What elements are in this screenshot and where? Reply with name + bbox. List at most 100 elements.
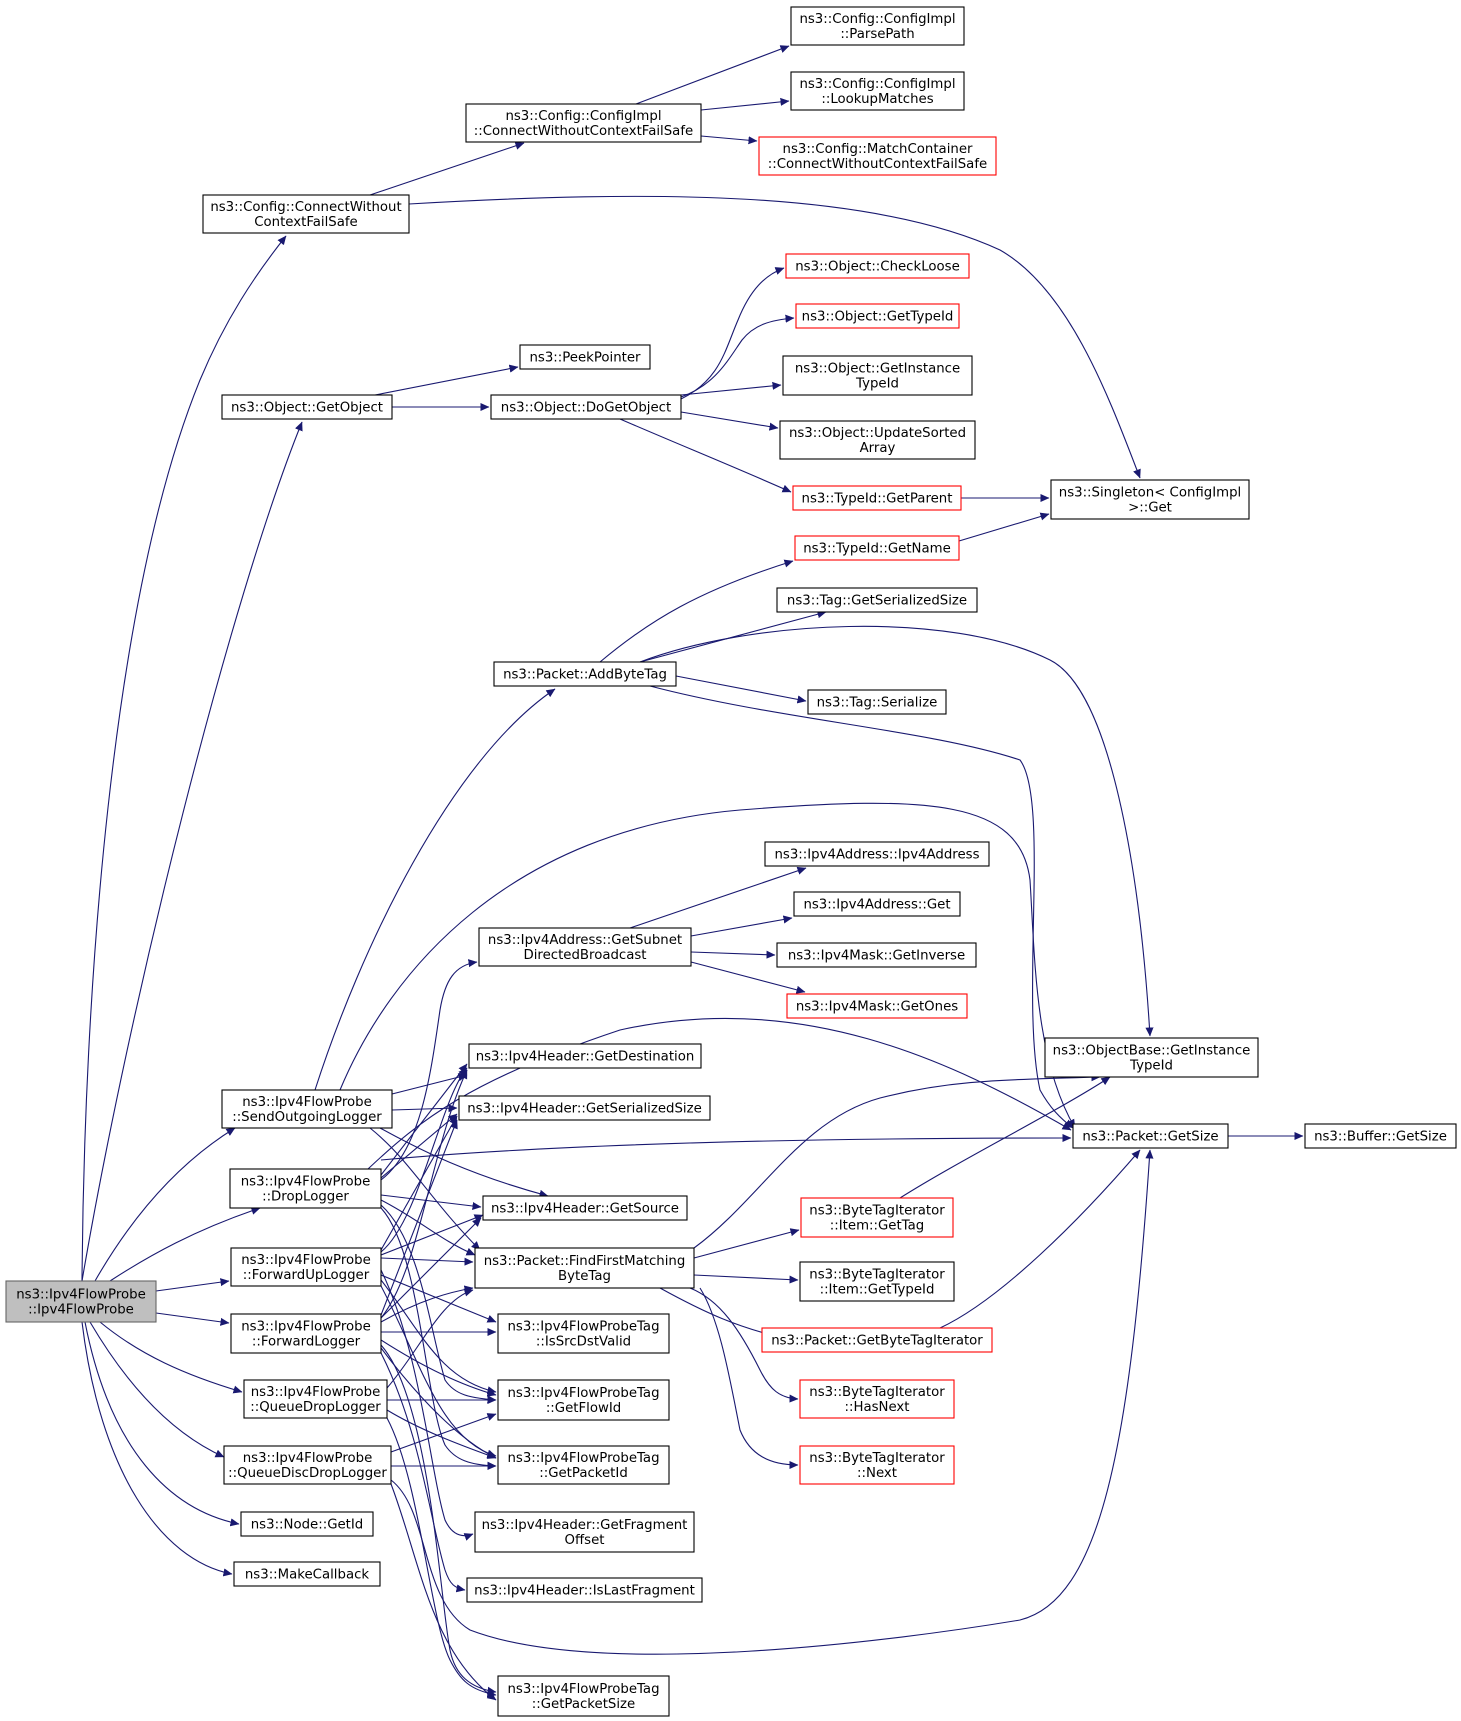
call-edge [380,1339,497,1397]
function-node-mc-cwcfs[interactable]: ns3::Config::MatchContainer::ConnectWith… [758,136,997,176]
call-edge [380,1133,1072,1161]
function-node-getpacketsize[interactable]: ns3::Ipv4FlowProbeTag::GetPacketSize [497,1675,670,1717]
call-edge [81,235,287,1282]
node-label: ns3::Ipv4Address::GetSubnet [488,933,682,948]
node-box [761,1327,993,1353]
function-node-droplogger[interactable]: ns3::Ipv4FlowProbe::DropLogger [229,1168,382,1209]
function-node-buf-getsize[interactable]: ns3::Buffer::GetSize [1304,1123,1457,1149]
node-box [458,1095,711,1121]
node-box [758,136,997,176]
function-node-getobject[interactable]: ns3::Object::GetObject [221,394,393,420]
node-label: ns3::Node::GetId [251,1518,364,1533]
function-node-getname[interactable]: ns3::TypeId::GetName [794,535,960,561]
function-node-root[interactable]: ns3::Ipv4FlowProbe::Ipv4FlowProbe [5,1280,157,1323]
node-label: ns3::Ipv4Header::IsLastFragment [474,1584,695,1599]
call-edge [690,915,793,937]
call-edge [408,195,1141,479]
function-node-parsepath[interactable]: ns3::Config::ConfigImpl::ParsePath [790,6,965,46]
call-edge [155,1312,230,1326]
function-node-cwcfs[interactable]: ns3::Config::ConnectWithoutContextFailSa… [202,194,410,234]
function-node-qdrop[interactable]: ns3::Ipv4FlowProbe::QueueDropLogger [243,1379,388,1419]
function-node-getinverse[interactable]: ns3::Ipv4Mask::GetInverse [776,942,977,968]
function-node-qddrop[interactable]: ns3::Ipv4FlowProbe::QueueDiscDropLogger [223,1445,392,1485]
node-label: ns3::Packet::AddByteTag [503,668,667,683]
function-node-tag-getser[interactable]: ns3::Tag::GetSerializedSize [776,587,978,613]
function-node-getbtiter[interactable]: ns3::Packet::GetByteTagIterator [761,1327,993,1353]
function-node-addbytetag[interactable]: ns3::Packet::AddByteTag [493,661,677,687]
node-box [497,1675,670,1717]
function-node-pkt-getsize[interactable]: ns3::Packet::GetSize [1072,1123,1229,1149]
node-label: DirectedBroadcast [523,948,646,963]
node-box [1072,1123,1229,1149]
function-node-fwdup[interactable]: ns3::Ipv4FlowProbe::ForwardUpLogger [230,1247,382,1287]
function-node-lookup[interactable]: ns3::Config::ConfigImpl::LookupMatches [790,71,965,111]
function-node-sendout[interactable]: ns3::Ipv4FlowProbe::SendOutgoingLogger [221,1089,393,1129]
function-node-checkloose[interactable]: ns3::Object::CheckLoose [785,253,970,279]
call-edge [380,1067,468,1253]
call-edge [599,559,794,663]
node-label: ns3::Ipv4Address::Get [803,898,950,913]
function-node-srcdstvalid[interactable]: ns3::Ipv4FlowProbeTag::IsSrcDstValid [497,1313,670,1354]
node-box [776,587,978,613]
node-box [785,253,970,279]
call-edge [699,1287,799,1470]
node-label: ::QueueDropLogger [250,1400,381,1415]
function-node-hdr-getser[interactable]: ns3::Ipv4Header::GetSerializedSize [458,1095,711,1121]
node-box [466,1577,703,1603]
call-edge [380,1119,458,1316]
function-node-singleton[interactable]: ns3::Singleton< ConfigImpl >::Get [1050,479,1250,520]
node-label: ByteTag [558,1269,611,1284]
function-node-subnetdb[interactable]: ns3::Ipv4Address::GetSubnetDirectedBroad… [478,927,692,967]
call-edge [680,267,785,400]
function-node-makecallback[interactable]: ns3::MakeCallback [233,1561,381,1587]
node-box [790,6,965,46]
function-node-dogetobject[interactable]: ns3::Object::DoGetObject [490,394,682,420]
function-node-bti-gettypeid[interactable]: ns3::ByteTagIterator::Item::GetTypeId [799,1261,955,1302]
function-node-obj-gettypeid[interactable]: ns3::Object::GetTypeId [795,303,960,329]
function-node-getflowid[interactable]: ns3::Ipv4FlowProbeTag::GetFlowId [497,1379,670,1421]
function-node-fwdlogger[interactable]: ns3::Ipv4FlowProbe::ForwardLogger [230,1313,382,1354]
call-edge [81,1321,233,1577]
call-edge [693,1228,800,1259]
node-box [490,394,682,420]
function-node-ipv4addr-get[interactable]: ns3::Ipv4Address::Get [793,891,961,917]
call-edge [939,1149,1141,1329]
function-node-getpacketid[interactable]: ns3::Ipv4FlowProbeTag::GetPacketId [497,1445,670,1485]
function-node-getdest[interactable]: ns3::Ipv4Header::GetDestination [468,1043,702,1069]
node-label: ::HasNext [844,1400,909,1415]
call-edge [680,411,779,431]
function-node-peekpointer[interactable]: ns3::PeekPointer [519,344,651,370]
node-box [800,1197,954,1238]
function-node-ipv4addr-ctor[interactable]: ns3::Ipv4Address::Ipv4Address [764,841,990,867]
node-label: ::QueueDiscDropLogger [228,1466,387,1481]
call-edge [380,1115,458,1251]
node-box [230,1247,382,1287]
node-box [478,927,692,967]
node-label: TypeId [855,377,899,392]
call-edge [155,1278,230,1292]
function-node-tag-serialize[interactable]: ns3::Tag::Serialize [807,689,947,715]
call-edge [380,1204,497,1404]
function-node-getsource[interactable]: ns3::Ipv4Header::GetSource [482,1195,688,1221]
node-label: ::GetFlowId [546,1401,621,1416]
node-label: ns3::Ipv4FlowProbe [16,1288,146,1303]
function-node-getparent[interactable]: ns3::TypeId::GetParent [792,485,962,511]
function-node-next[interactable]: ns3::ByteTagIterator::Next [799,1445,955,1485]
node-box [1050,479,1250,520]
function-node-islastfrag[interactable]: ns3::Ipv4Header::IsLastFragment [466,1577,703,1603]
node-box [786,993,968,1019]
call-edge [700,97,790,111]
node-label: ns3::Ipv4FlowProbe [241,1253,371,1268]
function-node-bti-gettag[interactable]: ns3::ByteTagIterator::Item::GetTag [800,1197,954,1238]
node-label: ns3::Ipv4Mask::GetInverse [788,949,965,964]
node-box [792,485,962,511]
function-node-getones[interactable]: ns3::Ipv4Mask::GetOnes [786,993,968,1019]
function-node-node-getid[interactable]: ns3::Node::GetId [240,1511,374,1537]
function-node-hasnext[interactable]: ns3::ByteTagIterator::HasNext [799,1379,955,1419]
function-node-ci-cwcfs[interactable]: ns3::Config::ConfigImpl::ConnectWithoutC… [465,103,702,143]
